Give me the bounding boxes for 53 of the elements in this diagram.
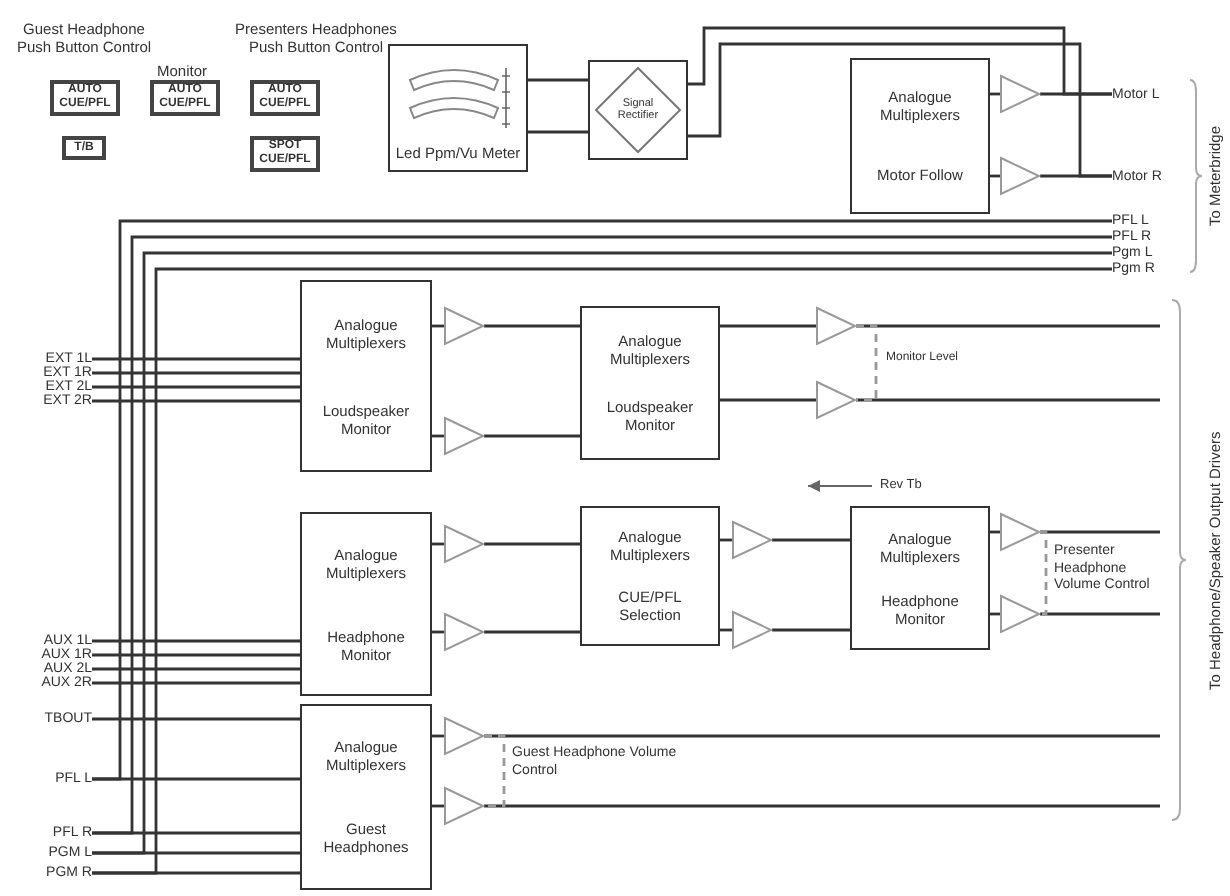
signal-line <box>1040 92 1112 96</box>
signal-line <box>92 371 300 375</box>
signal-line <box>92 681 300 685</box>
amplifier-triangle <box>1000 74 1040 114</box>
multiplexer-block <box>580 506 720 646</box>
signal-line <box>772 628 850 632</box>
signal-line <box>484 542 580 546</box>
signal-line <box>720 324 816 328</box>
amplifier-triangle <box>444 716 484 756</box>
signal-line <box>92 777 300 781</box>
signal-line <box>720 398 816 402</box>
amplifier-triangle <box>816 306 856 346</box>
signal-line <box>484 734 506 808</box>
multiplexer-block <box>580 306 720 460</box>
meter-box <box>388 44 528 172</box>
multiplexer-block <box>850 58 990 214</box>
signal-line <box>856 324 878 402</box>
amplifier-triangle <box>1000 512 1040 552</box>
signal-line <box>484 434 580 438</box>
amplifier-triangle <box>1000 156 1040 196</box>
signal-line <box>92 851 300 855</box>
multiplexer-block <box>300 512 432 696</box>
signal-line <box>92 357 300 361</box>
signal-line <box>92 399 300 403</box>
amplifier-triangle <box>444 416 484 456</box>
amplifier-triangle <box>444 306 484 346</box>
amplifier-triangle <box>816 380 856 420</box>
multiplexer-block <box>850 506 990 650</box>
signal-line <box>92 385 300 389</box>
amplifier-triangle <box>732 610 772 650</box>
amplifier-triangle <box>732 520 772 560</box>
signal-line <box>1040 530 1048 616</box>
signal-line <box>92 717 300 721</box>
signal-line <box>528 130 588 134</box>
signal-line <box>92 667 300 671</box>
multiplexer-block <box>300 280 432 472</box>
signal-line <box>528 78 588 82</box>
signal-line <box>92 831 300 835</box>
signal-line <box>92 639 300 643</box>
signal-line <box>484 804 1160 808</box>
amplifier-triangle <box>444 612 484 652</box>
amplifier-triangle <box>444 524 484 564</box>
signal-line <box>1040 612 1160 616</box>
amplifier-triangle <box>1000 594 1040 634</box>
signal-line <box>92 871 300 875</box>
signal-line <box>772 538 850 542</box>
signal-line <box>92 653 300 657</box>
multiplexer-block <box>300 704 432 890</box>
signal-line <box>1040 174 1112 178</box>
signal-line <box>856 398 1160 402</box>
amplifier-triangle <box>444 786 484 826</box>
signal-line <box>484 324 580 328</box>
signal-line <box>484 630 580 634</box>
